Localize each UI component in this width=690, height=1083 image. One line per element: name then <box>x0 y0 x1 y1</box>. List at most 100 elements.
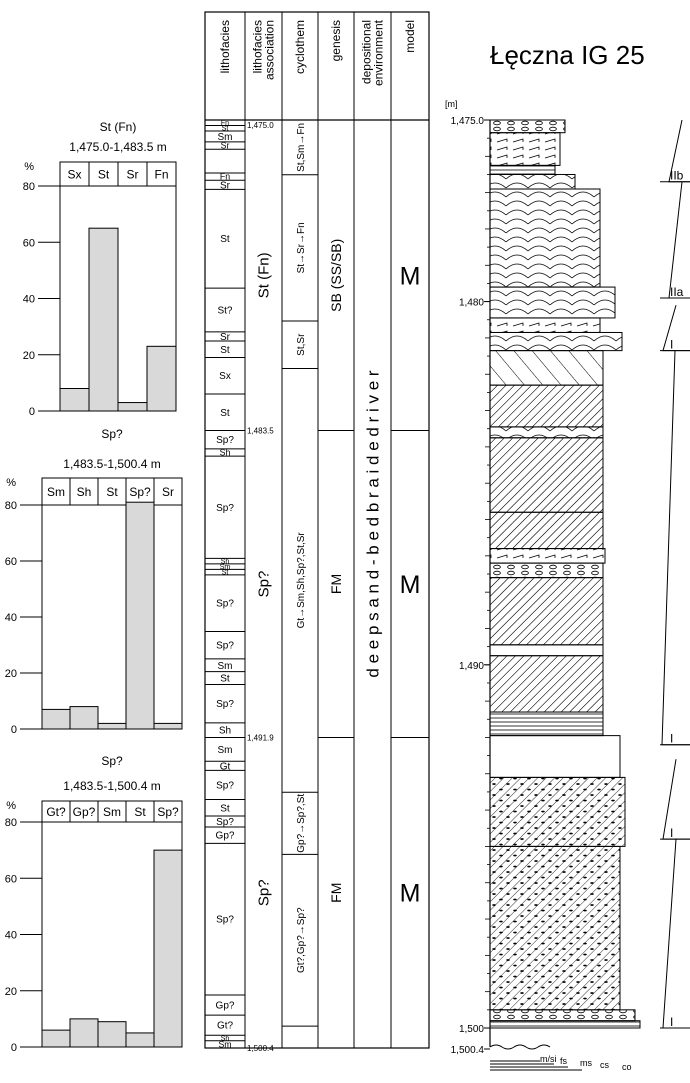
cycle-triangle <box>662 839 690 1029</box>
bed-fill <box>490 174 575 190</box>
y-tick-label: 20 <box>23 350 35 362</box>
bar-Sm <box>41 708 71 730</box>
bed-fill <box>490 332 622 351</box>
grain-size-label: co <box>622 1062 632 1072</box>
bed-fill <box>490 426 603 438</box>
genesis-label: FM <box>328 574 344 594</box>
facies-code: Sx <box>219 371 231 382</box>
figure-title: Łęczna IG 25 <box>490 40 645 70</box>
cycle-label: I <box>670 1015 673 1029</box>
genesis-label: FM <box>328 883 344 903</box>
category-label: Sp? <box>157 805 179 819</box>
column-header: lithofacies <box>218 20 232 73</box>
bed-fill <box>490 350 603 386</box>
association-depth: 1,483.5 <box>247 427 274 436</box>
grain-size-label: m/si <box>540 1054 557 1064</box>
category-label: Sm <box>47 485 65 499</box>
bed-hatch <box>490 512 603 549</box>
bar-Gp? <box>69 1018 99 1048</box>
y-tick-label: 0 <box>11 1042 17 1054</box>
depth-label: 1,475.0 <box>451 116 485 127</box>
facies-code: St <box>220 674 230 685</box>
plot-frame <box>41 504 183 730</box>
cycle-label: IIa <box>670 285 684 299</box>
bar-Sr <box>117 402 148 412</box>
facies-code: Sm <box>218 1039 231 1049</box>
facies-code: Sm <box>218 745 233 756</box>
category-label: St <box>134 805 146 819</box>
facies-code: Sp? <box>216 699 234 710</box>
bar-Sx <box>59 388 90 412</box>
category-label: Sm <box>103 805 121 819</box>
facies-code: Gp? <box>216 1001 235 1012</box>
bed-fill <box>490 1020 640 1028</box>
facies-code: Sr <box>220 180 231 191</box>
facies-code: Sr <box>221 141 230 151</box>
cycle-triangle <box>661 350 690 746</box>
facies-code: Sm <box>220 564 231 571</box>
bar-Gt? <box>41 1029 71 1048</box>
bar-St <box>88 227 119 412</box>
environment-label: d e e p s a n d - b e d b r a i d e d r … <box>364 370 383 677</box>
column-header: lithofacies <box>251 20 265 73</box>
y-tick-label: 40 <box>23 294 35 306</box>
bed-hatch <box>490 846 620 1010</box>
column-header: cyclothem <box>293 20 307 74</box>
cycle-label: I <box>670 826 673 840</box>
chart-title: St (Fn) <box>100 120 137 134</box>
y-tick-label: 0 <box>29 406 35 418</box>
bed-fill <box>490 563 603 578</box>
facies-code: Sm <box>218 661 233 672</box>
model-label: M <box>400 571 421 599</box>
facies-code: St <box>220 345 230 356</box>
bed-fill <box>490 712 603 736</box>
grain-size-label: ms <box>580 1058 592 1068</box>
y-tick-label: 80 <box>5 817 17 829</box>
facies-code: Sr <box>220 332 231 343</box>
association-depth: 1,491.9 <box>247 733 274 742</box>
facies-code: Sp? <box>216 780 234 791</box>
facies-code: Sp? <box>216 599 234 610</box>
facies-code: Fn <box>220 172 230 182</box>
bar-St <box>97 722 127 730</box>
facies-code: Gt <box>220 761 231 772</box>
bar-Fn <box>146 345 177 412</box>
chart-subtitle: 1,483.5-1,500.4 m <box>63 457 160 471</box>
bar-Sr <box>153 722 183 730</box>
cycle-triangle <box>668 181 690 299</box>
facies-code: Sp? <box>216 915 234 926</box>
facies-code: St <box>220 408 230 419</box>
column-header: genesis <box>329 20 343 61</box>
facies-code: Gt? <box>217 1021 234 1032</box>
model-label: M <box>400 262 421 290</box>
bed-outline <box>489 644 604 657</box>
grain-size-label: cs <box>600 1060 610 1070</box>
facies-code: Sh <box>219 726 231 737</box>
category-label: St <box>98 168 110 182</box>
y-tick-label: 20 <box>5 668 17 680</box>
chart-subtitle: 1,475.0-1,483.5 m <box>69 140 166 154</box>
bed-fill <box>490 132 560 166</box>
category-label: Sx <box>67 168 81 182</box>
cycle-label: I <box>670 338 673 352</box>
depth-label: 1,500 <box>459 1024 484 1035</box>
cyclothem-label: St,Sr <box>296 333 307 356</box>
depth-label: 1,500.4 <box>451 1045 485 1056</box>
association-label: Sp? <box>256 571 273 598</box>
facies-code: St <box>222 126 229 133</box>
bed-hatch <box>490 777 625 847</box>
facies-code: Sp? <box>216 641 234 652</box>
y-tick-label: 80 <box>23 181 35 193</box>
category-label: Sr <box>127 168 139 182</box>
cycle-triangle <box>662 759 690 840</box>
cyclothem-label: St,Sm→Fn <box>296 123 307 172</box>
category-label: Gp? <box>73 805 96 819</box>
y-axis-label: % <box>6 800 16 812</box>
bed-fill <box>490 1009 635 1021</box>
category-label: Gt? <box>46 805 66 819</box>
depth-unit: [m] <box>445 99 458 109</box>
bed-fill <box>490 165 555 175</box>
bed-outline <box>489 735 621 778</box>
